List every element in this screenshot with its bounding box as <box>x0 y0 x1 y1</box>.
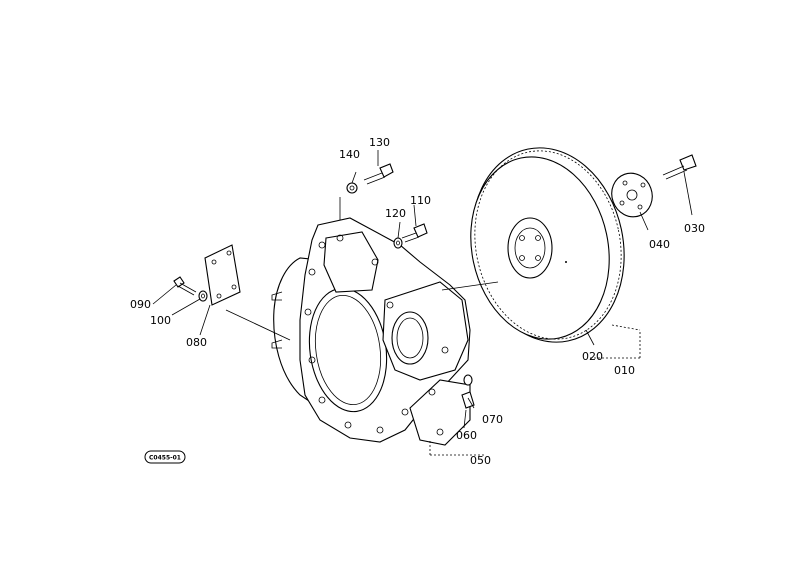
label-070: 070 <box>482 413 503 426</box>
label-100: 100 <box>150 314 171 327</box>
label-030: 030 <box>684 222 705 235</box>
figure-code-badge: C0455-01 <box>144 450 186 464</box>
washer-100 <box>198 290 208 302</box>
bolt-130 <box>363 163 394 185</box>
label-130: 130 <box>369 136 390 149</box>
bolt-090 <box>173 276 197 296</box>
label-080: 080 <box>186 336 207 349</box>
leader-lines <box>152 150 693 456</box>
bolt-030 <box>662 154 697 180</box>
label-120: 120 <box>385 207 406 220</box>
flywheel <box>470 147 625 343</box>
label-140: 140 <box>339 148 360 161</box>
label-090: 090 <box>130 298 151 311</box>
flywheel-housing <box>271 217 471 446</box>
label-040: 040 <box>649 238 670 251</box>
lock-plate <box>611 172 653 218</box>
label-110: 110 <box>410 194 431 207</box>
label-020: 020 <box>582 350 603 363</box>
label-010: 010 <box>614 364 635 377</box>
washer-140 <box>346 182 358 194</box>
washer-070 <box>463 374 473 386</box>
cover-plate <box>204 244 241 306</box>
figure-code-text: C0455-01 <box>149 455 181 462</box>
bolt-110 <box>401 223 428 243</box>
washer-120 <box>393 237 403 249</box>
pin-060 <box>461 391 475 409</box>
label-060: 060 <box>456 429 477 442</box>
label-050: 050 <box>470 454 491 467</box>
